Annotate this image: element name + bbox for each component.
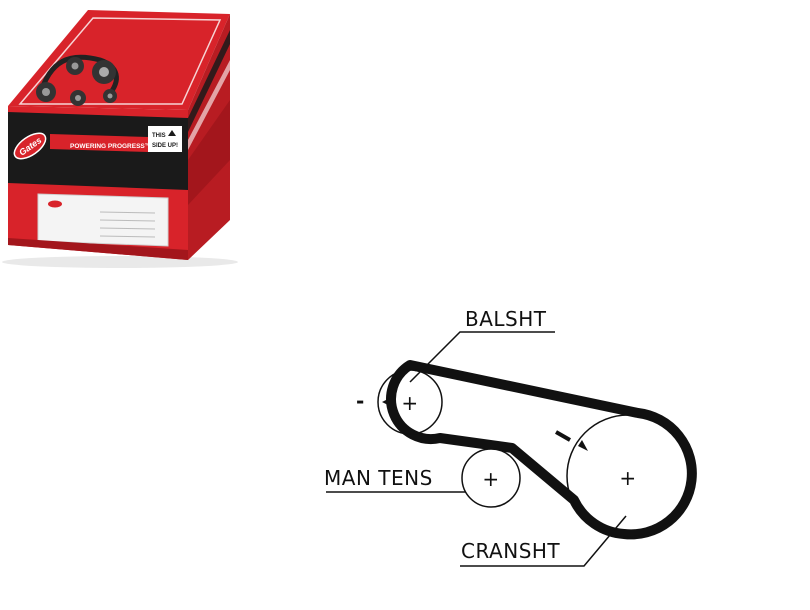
box-bottom-strip [8, 238, 188, 260]
product-box: Gates POWERING PROGRESS™ THIS SIDE UP! [2, 10, 238, 268]
this-side-up-sticker: THIS SIDE UP! [148, 126, 182, 152]
balance-shaft-pulley [377, 369, 443, 435]
gates-logo: Gates [13, 132, 47, 160]
box-shadow [2, 256, 238, 268]
box-top-border [18, 17, 222, 105]
box-top-face [8, 10, 230, 110]
crankshaft-label: CRANSHT [461, 539, 560, 563]
this-text: THIS [152, 133, 166, 139]
crankshaft-center-mark: + [619, 466, 636, 490]
box-slogan-stripe [50, 134, 148, 152]
label-lines [99, 211, 156, 238]
manual-tensioner-label: MAN TENS [324, 466, 433, 490]
box-black-band [8, 112, 188, 190]
belt-diagram: + + + - BALSHT MAN TENS CRANSHT [324, 307, 697, 567]
manual-tensioner-pulley [461, 448, 521, 508]
balance-shaft-label: BALSHT [465, 307, 547, 331]
tensioner-center-mark: + [482, 467, 499, 491]
crankshaft-timing-mark [555, 430, 588, 451]
balance-shaft-leader [409, 331, 555, 383]
box-side-decor [188, 30, 230, 205]
balance-shaft-timing-arrow [382, 398, 390, 406]
crankshaft-pulley [566, 414, 690, 538]
label-logo [48, 200, 62, 208]
up-arrow-icon [168, 130, 176, 136]
crankshaft-leader [460, 515, 627, 567]
side-up-text: SIDE UP! [152, 143, 178, 149]
belt-pulley-illustration [36, 54, 119, 106]
slogan-text: POWERING PROGRESS™ [70, 143, 151, 150]
timing-belt [386, 360, 697, 540]
balance-shaft-timing-mark: - [356, 389, 365, 413]
balance-shaft-center-mark: + [401, 391, 418, 415]
